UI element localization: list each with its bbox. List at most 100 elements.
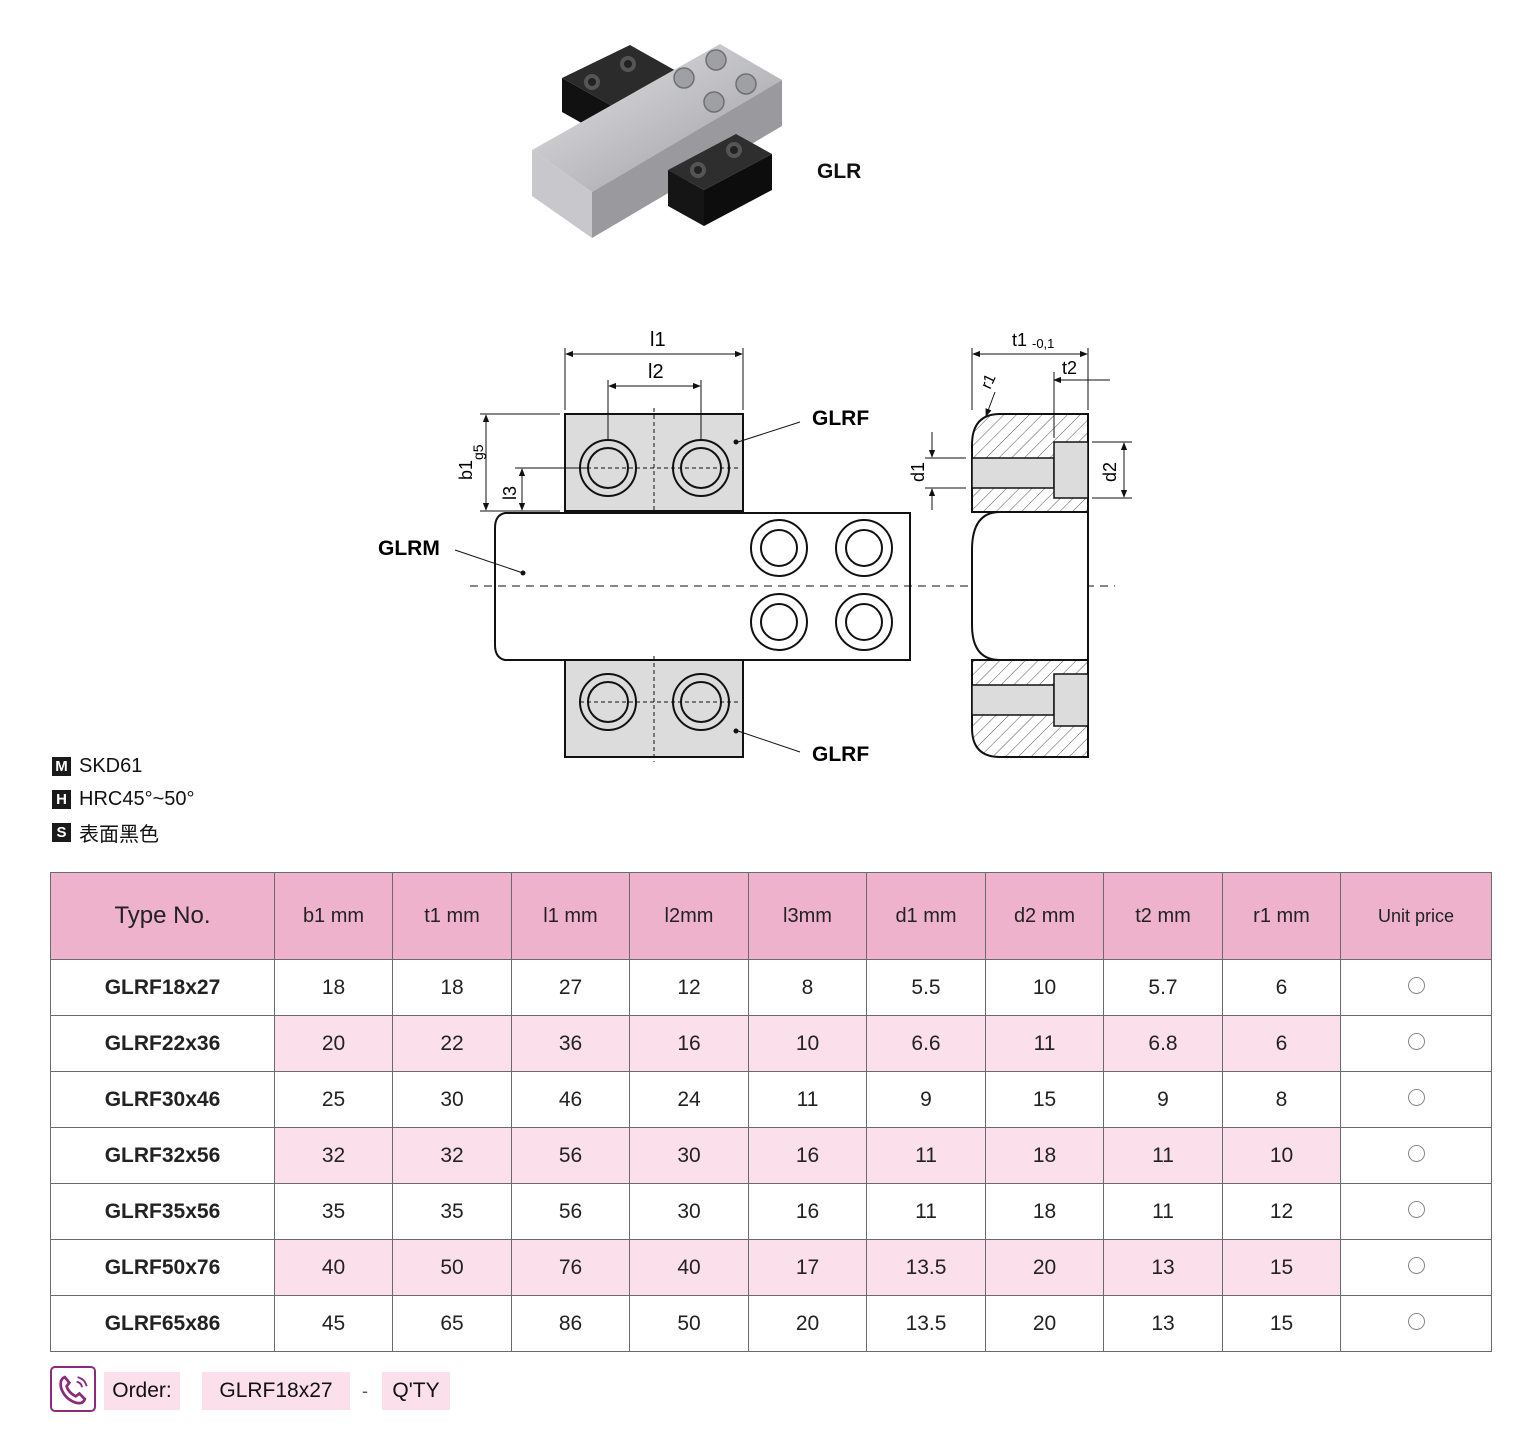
order-qty-field[interactable]: Q'TY [382, 1372, 450, 1410]
value-cell: 13 [1103, 1295, 1223, 1352]
label-d2: d2 [1100, 462, 1120, 482]
unit-price-cell[interactable] [1340, 1183, 1492, 1240]
spec-material-text: SKD61 [79, 755, 143, 777]
type-number-cell: GLRF18x27 [50, 959, 275, 1016]
value-cell: 16 [748, 1183, 867, 1240]
product-title: GLR [817, 160, 862, 183]
value-cell: 20 [985, 1295, 1104, 1352]
label-glrf-bottom: GLRF [812, 743, 869, 766]
value-cell: 30 [629, 1183, 749, 1240]
value-cell: 56 [511, 1183, 630, 1240]
price-circle-icon[interactable] [1407, 1144, 1425, 1162]
unit-price-cell[interactable] [1340, 1071, 1492, 1128]
column-header: b1 mm [274, 872, 393, 960]
order-code-field[interactable]: GLRF18x27 [202, 1372, 350, 1410]
value-cell: 30 [392, 1071, 512, 1128]
label-l1: l1 [650, 329, 666, 351]
price-circle-icon[interactable] [1407, 1256, 1425, 1274]
column-header: Type No. [50, 872, 275, 960]
value-cell: 12 [1222, 1183, 1341, 1240]
column-header: t1 mm [392, 872, 512, 960]
column-header: Unit price [1340, 872, 1492, 960]
value-cell: 40 [274, 1239, 393, 1296]
value-cell: 18 [274, 959, 393, 1016]
label-b1: b1 [456, 460, 476, 480]
unit-price-cell[interactable] [1340, 1239, 1492, 1296]
unit-price-cell[interactable] [1340, 1127, 1492, 1184]
label-g5: g5 [470, 444, 486, 460]
value-cell: 18 [392, 959, 512, 1016]
value-cell: 13.5 [866, 1295, 986, 1352]
order-bar: Order: GLRF18x27 - Q'TY [50, 1366, 470, 1416]
label-glrf-top: GLRF [812, 407, 869, 430]
column-header: l1 mm [511, 872, 630, 960]
value-cell: 8 [748, 959, 867, 1016]
value-cell: 12 [629, 959, 749, 1016]
spec-hardness: H HRC45°~50° [52, 788, 195, 811]
value-cell: 10 [748, 1015, 867, 1072]
value-cell: 46 [511, 1071, 630, 1128]
value-cell: 20 [748, 1295, 867, 1352]
type-number-cell: GLRF30x46 [50, 1071, 275, 1128]
value-cell: 6.6 [866, 1015, 986, 1072]
value-cell: 9 [866, 1071, 986, 1128]
unit-price-cell[interactable] [1340, 1015, 1492, 1072]
value-cell: 32 [274, 1127, 393, 1184]
value-cell: 15 [1222, 1295, 1341, 1352]
column-header: d2 mm [985, 872, 1104, 960]
value-cell: 20 [274, 1015, 393, 1072]
value-cell: 11 [985, 1015, 1104, 1072]
spec-hardness-text: HRC45°~50° [79, 788, 195, 810]
label-t1-tolerance: -0,1 [1032, 336, 1054, 351]
value-cell: 15 [985, 1071, 1104, 1128]
price-circle-icon[interactable] [1407, 1200, 1425, 1218]
phone-order-icon[interactable] [50, 1366, 96, 1412]
value-cell: 36 [511, 1015, 630, 1072]
value-cell: 10 [985, 959, 1104, 1016]
column-header: d1 mm [866, 872, 986, 960]
value-cell: 13 [1103, 1239, 1223, 1296]
unit-price-cell[interactable] [1340, 959, 1492, 1016]
label-l2: l2 [648, 361, 664, 383]
price-circle-icon[interactable] [1407, 1088, 1425, 1106]
type-number-cell: GLRF65x86 [50, 1295, 275, 1352]
spec-badge-hardness: H [52, 790, 71, 809]
type-number-cell: GLRF35x56 [50, 1183, 275, 1240]
column-header: l2mm [629, 872, 749, 960]
value-cell: 50 [392, 1239, 512, 1296]
value-cell: 10 [1222, 1127, 1341, 1184]
value-cell: 20 [985, 1239, 1104, 1296]
price-circle-icon[interactable] [1407, 1032, 1425, 1050]
value-cell: 6.8 [1103, 1015, 1223, 1072]
spec-surface-text: 表面黑色 [79, 824, 159, 846]
value-cell: 11 [748, 1071, 867, 1128]
spec-badge-surface: S [52, 823, 71, 842]
value-cell: 11 [1103, 1183, 1223, 1240]
label-l3: l3 [500, 486, 520, 500]
value-cell: 5.7 [1103, 959, 1223, 1016]
column-header: r1 mm [1222, 872, 1341, 960]
value-cell: 8 [1222, 1071, 1341, 1128]
value-cell: 16 [629, 1015, 749, 1072]
unit-price-cell[interactable] [1340, 1295, 1492, 1352]
value-cell: 45 [274, 1295, 393, 1352]
label-t1: t1 [1012, 330, 1027, 350]
spec-material: M SKD61 [52, 755, 142, 778]
value-cell: 11 [866, 1127, 986, 1184]
value-cell: 11 [866, 1183, 986, 1240]
value-cell: 30 [629, 1127, 749, 1184]
label-r1: r1 [978, 372, 999, 392]
value-cell: 18 [985, 1183, 1104, 1240]
value-cell: 22 [392, 1015, 512, 1072]
value-cell: 17 [748, 1239, 867, 1296]
price-circle-icon[interactable] [1407, 976, 1425, 994]
value-cell: 15 [1222, 1239, 1341, 1296]
value-cell: 24 [629, 1071, 749, 1128]
price-circle-icon[interactable] [1407, 1312, 1425, 1330]
value-cell: 6 [1222, 1015, 1341, 1072]
